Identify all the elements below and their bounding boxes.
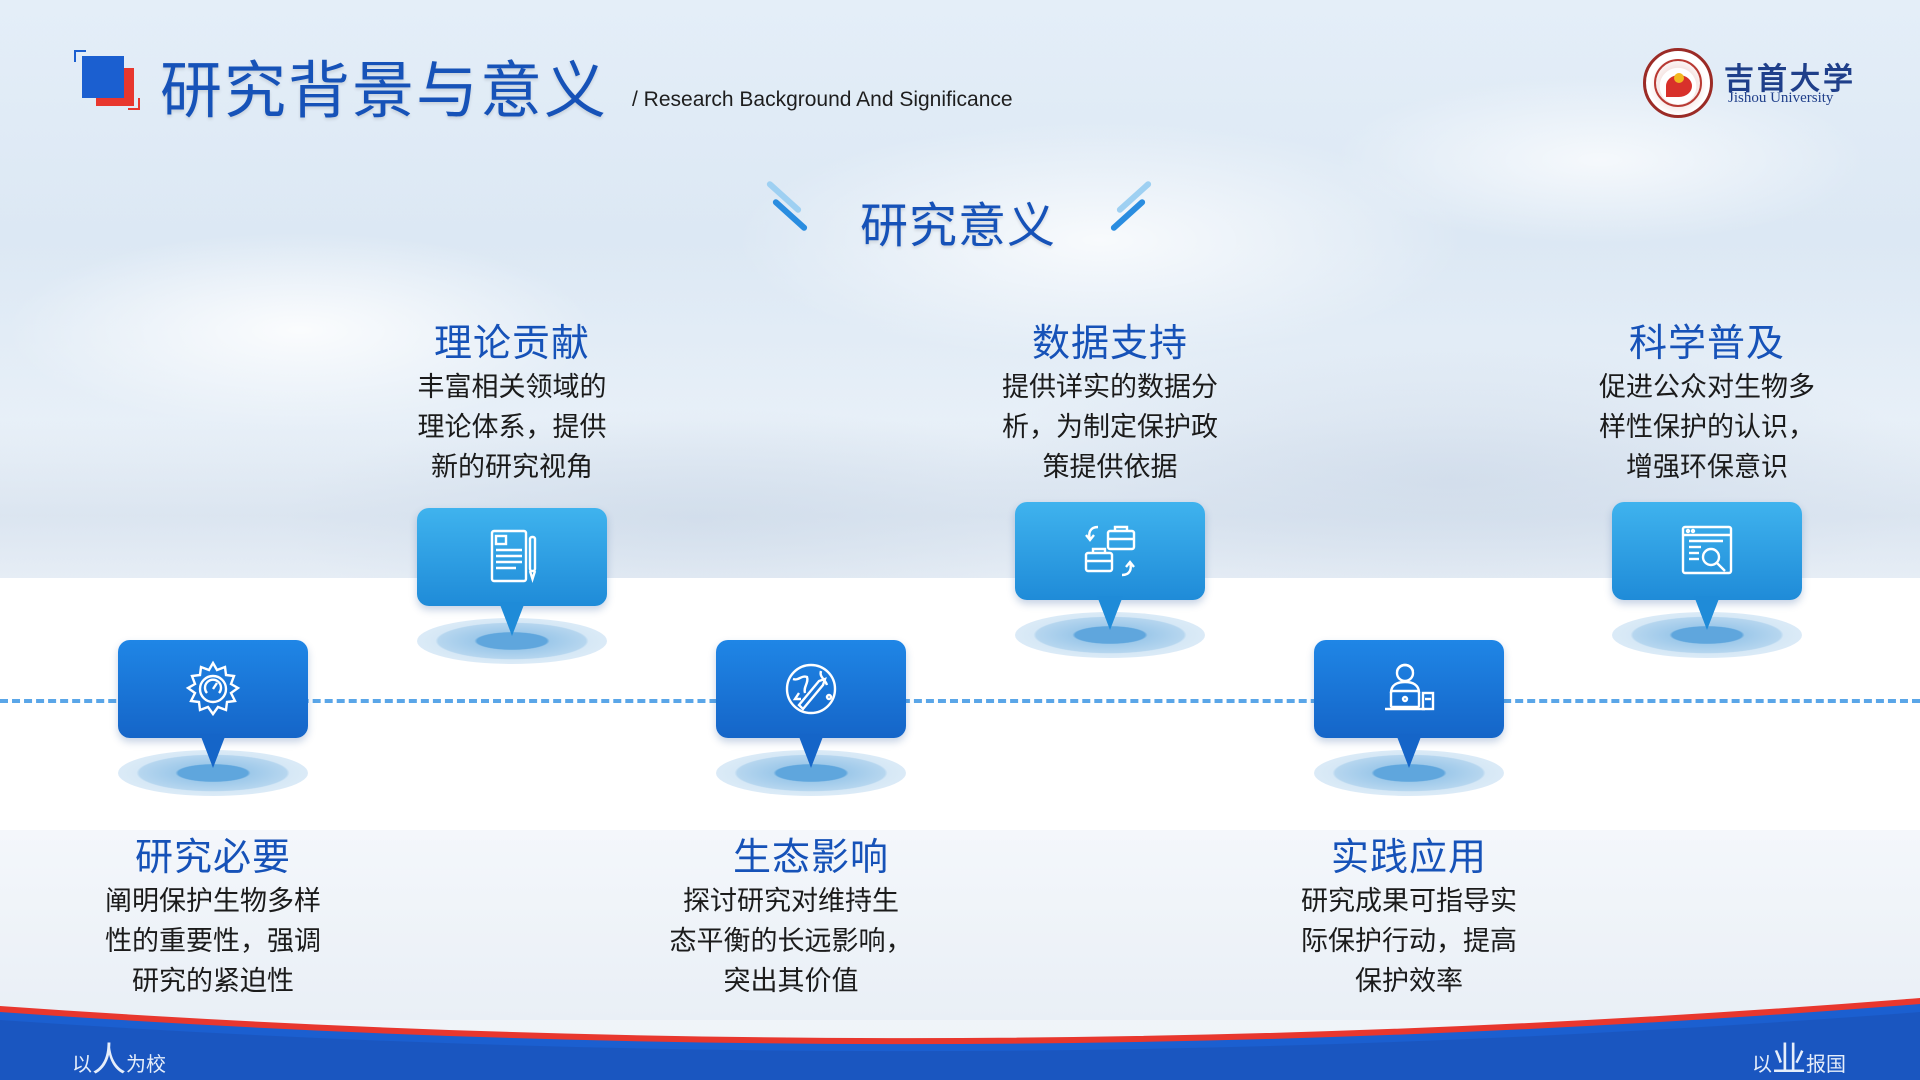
item-title-practice: 实践应用 [1330,835,1487,879]
item-desc-necessity: 阐明保护生物多样性的重要性，强调研究的紧迫性 [105,886,321,997]
motto-right: 以业报国 [1752,1040,1846,1080]
item-desc-ecology: 探讨研究对维持生态平衡的长远影响，突出其价值 [669,886,913,997]
decorative-slashes-left-icon [758,180,814,240]
timeline-pin-2 [417,508,607,668]
timeline-pin-4 [1015,502,1205,662]
item-title-necessity: 研究必要 [134,835,291,879]
footer-swoosh [0,998,1920,1080]
globe-rocket-icon [785,663,837,715]
timeline-line [0,699,1920,703]
timeline-band [0,578,1920,830]
university-name-cn: 吉首大学 [1724,62,1856,97]
university-emblem-icon [1643,48,1713,118]
item-desc-data: 提供详实的数据分析，为制定保护政策提供依据 [1002,372,1218,483]
item-title-ecology: 生态影响 [732,835,889,879]
item-title-science: 科学普及 [1628,321,1785,365]
footer-background [0,830,1920,1020]
item-title-theory: 理论贡献 [433,321,590,365]
item-desc-practice: 研究成果可指导实际保护行动，提高保护效率 [1301,886,1517,997]
item-desc-theory: 丰富相关领域的理论体系，提供新的研究视角 [417,372,607,483]
decorative-slashes-right-icon [1104,180,1160,240]
person-laptop-icon [1385,663,1435,711]
campus-background [0,420,1920,580]
gear-icon [185,660,241,717]
motto-left: 以人为校 [72,1040,166,1080]
section-heading: 研究意义 [860,198,1057,254]
document-pen-icon [490,529,537,584]
timeline-pin-1 [118,640,308,800]
item-title-data: 数据支持 [1031,321,1188,365]
page-subtitle: / Research Background And Significance [632,88,1013,111]
timeline-pin-3 [716,640,906,800]
item-desc-science: 促进公众对生物多样性保护的认识，增强环保意识 [1599,372,1815,483]
university-name-en: Jishou University [1728,90,1834,106]
timeline-pin-5 [1314,640,1504,800]
timeline-pin-6 [1612,502,1802,662]
browser-search-icon [1681,525,1733,575]
briefcase-exchange-icon [1084,525,1136,577]
title-square-icon [74,50,140,110]
page-title: 研究背景与意义 [160,54,609,127]
